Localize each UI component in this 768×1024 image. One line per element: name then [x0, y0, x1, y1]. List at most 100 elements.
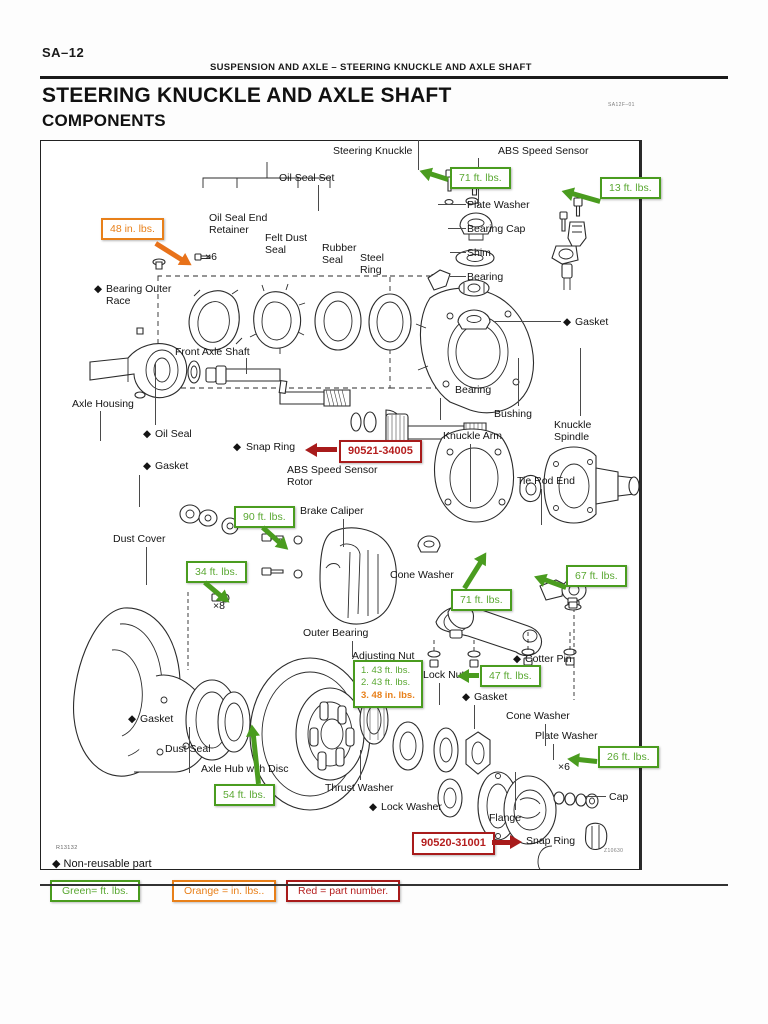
label-adjusting-nut: Adjusting Nut [352, 650, 415, 662]
label-plate-washer-top: Plate Washer [467, 199, 530, 211]
torque-callout-54-ft-lbs[interactable]: 54 ft. lbs. [214, 784, 275, 807]
label-front-axle-shaft: Front Axle Shaft [175, 346, 250, 358]
diagram-right-border [640, 140, 642, 870]
leader-thrust-washer [360, 750, 361, 780]
label-flange: Flange [489, 812, 522, 824]
label-abs-sensor-rotor: ABS Speed Sensor Rotor [287, 464, 378, 489]
label-steel-ring: Steel Ring [360, 252, 384, 277]
label-rubber-seal: Rubber Seal [322, 242, 357, 267]
leader-bearing-cap [448, 228, 466, 229]
label-cap: Cap [609, 791, 629, 803]
torque-callout-34-ft-lbs[interactable]: 34 ft. lbs. [186, 561, 247, 584]
label-oil-seal-set: Oil Seal Set [279, 172, 335, 184]
header-rule [40, 76, 728, 79]
label-bearing-top: Bearing [467, 271, 504, 283]
label-snap-ring-top: Snap Ring [246, 441, 296, 453]
marker-gasket-bottom: ◆ [462, 691, 471, 703]
marker-gasket-left: ◆ [143, 460, 152, 472]
label-plate-washer-bottom: Plate Washer [535, 730, 598, 742]
torque-callout-71-ft-lbs-mid[interactable]: 71 ft. lbs. [451, 589, 512, 612]
label-cone-washer-bottom: Cone Washer [506, 710, 570, 722]
label-dust-cover: Dust Cover [113, 533, 166, 545]
marker-snap-ring-top: ◆ [233, 441, 242, 453]
diamond-marker-icon: ◆ [52, 858, 61, 870]
label-bearing-cap: Bearing Cap [467, 223, 526, 235]
label-lock-nut: Lock Nut [423, 669, 465, 681]
label-oil-seal-end-retainer: Oil Seal End Retainer [209, 212, 268, 237]
figure-code-top: SA12F–01 [608, 102, 635, 108]
leader-brake-caliper [343, 519, 344, 547]
leader-tie-rod-end [541, 489, 542, 525]
label-knuckle-spindle: Knuckle Spindle [554, 419, 592, 444]
label-gasket-right: Gasket [575, 316, 609, 328]
label-cotter-pin: Cotter Pin [525, 653, 572, 665]
adjusting-nut-step-3: 3. 48 in. lbs. [361, 689, 415, 701]
marker-gasket-right: ◆ [563, 316, 572, 328]
label-x6-bottom: ×6 [558, 761, 570, 773]
page-number: SA–12 [42, 45, 85, 60]
leader-dust-seal [189, 727, 190, 773]
legend-orange-in-lbs: Orange = in. lbs.. [172, 880, 277, 902]
leader-gasket-left [139, 475, 140, 507]
torque-callout-67-ft-lbs[interactable]: 67 ft. lbs. [566, 565, 627, 588]
label-bearing-mid: Bearing [455, 384, 492, 396]
leader-outer-bearing [352, 641, 353, 657]
label-outer-bearing: Outer Bearing [303, 627, 369, 639]
leader-plate-washer-bottom [553, 744, 554, 760]
non-reusable-note: ◆ Non-reusable part [52, 857, 152, 870]
leader-cone-washer-bottom [545, 724, 546, 746]
leader-knuckle-spindle [580, 348, 581, 416]
label-knuckle-arm: Knuckle Arm [443, 430, 502, 442]
part-number-callout-90521-34005[interactable]: 90521-34005 [339, 440, 422, 463]
leader-bearing-top [450, 276, 466, 277]
label-snap-ring-bottom: Snap Ring [526, 835, 576, 847]
marker-cotter-pin: ◆ [513, 653, 522, 665]
label-x6-top: ×6 [205, 251, 217, 263]
torque-callout-26-ft-lbs[interactable]: 26 ft. lbs. [598, 746, 659, 769]
figure-reference-code: R13132 [56, 845, 78, 851]
label-bearing-outer-race: Bearing Outer Race [106, 283, 172, 308]
page-title: STEERING KNUCKLE AND AXLE SHAFT [42, 84, 452, 107]
running-header: SUSPENSION AND AXLE – STEERING KNUCKLE A… [210, 62, 532, 73]
leader-axle-housing [100, 411, 101, 441]
leader-gasket-bottom [474, 705, 475, 729]
label-lock-washer: Lock Washer [381, 801, 442, 813]
leader-lock-nut [439, 683, 440, 705]
torque-callout-adjusting-nut-sequence[interactable]: 1. 43 ft. lbs. 2. 43 ft. lbs. 3. 48 in. … [353, 660, 423, 709]
figure-code-bottom: Z10630 [604, 848, 624, 854]
marker-oil-seal: ◆ [143, 428, 152, 440]
leader-plate-washer [438, 204, 466, 205]
part-number-callout-90520-31001[interactable]: 90520-31001 [412, 832, 495, 855]
label-shim: Shim [467, 247, 491, 259]
torque-callout-90-ft-lbs[interactable]: 90 ft. lbs. [234, 506, 295, 529]
label-cone-washer-mid: Cone Washer [390, 569, 454, 581]
label-thrust-washer: Thrust Washer [325, 782, 394, 794]
label-felt-dust-seal: Felt Dust Seal [265, 232, 308, 257]
torque-callout-71-ft-lbs-top[interactable]: 71 ft. lbs. [450, 167, 511, 190]
arrow-26-ft-lbs [565, 751, 598, 768]
leader-front-axle-shaft [246, 358, 247, 374]
leader-oil-seal-set [318, 185, 319, 211]
non-reusable-text: Non-reusable part [63, 858, 152, 870]
leader-knuckle-arm [470, 444, 471, 502]
label-bushing: Bushing [494, 408, 532, 420]
torque-callout-13-ft-lbs[interactable]: 13 ft. lbs. [600, 177, 661, 200]
leader-cap [584, 796, 606, 797]
leader-oil-seal [155, 363, 156, 425]
torque-callout-47-ft-lbs[interactable]: 47 ft. lbs. [480, 665, 541, 688]
torque-callout-48-in-lbs[interactable]: 48 in. lbs. [101, 218, 164, 241]
page-subtitle: COMPONENTS [42, 111, 166, 130]
label-oil-seal: Oil Seal [155, 428, 192, 440]
exploded-view-artwork [40, 140, 640, 870]
leader-dust-cover [146, 547, 147, 585]
label-tie-rod-end: Tie Rod End [517, 475, 575, 487]
label-gasket-lower-left: Gasket [140, 713, 174, 725]
leader-flange [515, 772, 516, 810]
label-axle-housing: Axle Housing [72, 398, 134, 410]
footer-rule [40, 884, 728, 886]
marker-lock-washer: ◆ [369, 801, 378, 813]
leader-bushing [518, 358, 519, 406]
legend-red-part-number: Red = part number. [286, 880, 401, 902]
label-axle-hub-with-disc: Axle Hub with Disc [201, 763, 289, 775]
